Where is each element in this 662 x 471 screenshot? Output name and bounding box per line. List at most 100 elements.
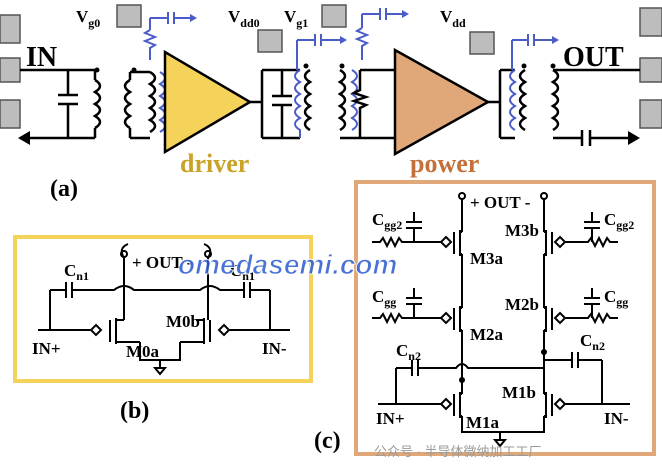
output-pad-top (639, 7, 662, 37)
watermark-text: omedasemi.com (178, 249, 397, 280)
input-coil-primary (92, 78, 102, 130)
c-cgg2-left: Cgg2 (372, 210, 402, 232)
c-cgg-right-cap (584, 288, 600, 318)
c-m3b (543, 230, 553, 278)
c-m3a-gate-res (372, 235, 446, 249)
vg0-bias-resistor (142, 18, 158, 60)
b-inn: IN- (262, 339, 287, 358)
label-panel-b: (b) (120, 398, 149, 424)
output-series-cap (553, 68, 640, 146)
label-driver: driver (180, 149, 249, 178)
power-input-wire (340, 68, 395, 140)
c-m3b-gate-res (560, 235, 618, 249)
c-cgg-right: Cgg (604, 287, 628, 309)
vg1-pad (321, 4, 347, 28)
c-m1a (453, 360, 463, 418)
power-input-coil (337, 68, 347, 132)
c-m1b (461, 352, 553, 433)
output-pad-bottom (639, 99, 662, 129)
label-power: power (410, 149, 479, 178)
label-out: OUT (563, 42, 624, 73)
c-cgg2-left-cap (406, 212, 422, 242)
panel-c (372, 192, 630, 448)
c-m2b-gate-res (560, 311, 618, 325)
interstage-coil (303, 68, 313, 132)
power-amplifier (393, 47, 491, 157)
output-coil-primary (518, 68, 528, 132)
vdd-bypass-cap (511, 34, 552, 70)
vdd-pad (469, 31, 495, 55)
c-cgg-left-cap (406, 288, 422, 318)
panel-b (38, 243, 290, 376)
c-out-label: + OUT - (470, 193, 531, 212)
b-drain-wires (123, 258, 209, 320)
c-m3b: M3b (505, 221, 539, 240)
b-m0a: M0a (126, 342, 160, 361)
label-in: IN (26, 42, 57, 73)
panel-b-frame (13, 235, 313, 383)
output-pad-mid (639, 57, 662, 83)
label-vg1: Vg1 (284, 7, 308, 30)
vg0-bypass-cap (150, 12, 190, 24)
input-coil-secondary (123, 78, 133, 130)
panel-c-frame (354, 180, 656, 456)
label-panel-a: (a) (50, 176, 78, 202)
output-arrow (628, 131, 640, 145)
output-coil-secondary (550, 68, 560, 132)
c-m2a: M2a (470, 325, 504, 344)
c-m1a: M1a (466, 413, 500, 432)
output-wire (488, 68, 515, 140)
vg0-pad (116, 4, 142, 28)
vdd0-pad (257, 29, 283, 53)
c-m2a-gate-res (372, 311, 446, 325)
b-cross-caps (50, 282, 270, 298)
b-cap-legs (49, 290, 271, 330)
c-inp: IN+ (376, 409, 405, 428)
c-m3a (453, 230, 463, 278)
vdd0-bypass-cap (296, 34, 340, 70)
interstage-wire (250, 68, 300, 140)
input-coil-secondary-leads (128, 70, 150, 140)
panel-a (0, 4, 662, 157)
c-cn2-legs (395, 360, 603, 404)
interstage-cap (272, 70, 292, 138)
label-panel-c: (c) (314, 428, 341, 454)
b-m0b: M0b (166, 312, 200, 331)
b-gate-diamonds (89, 323, 231, 337)
driver-amplifier (163, 49, 253, 155)
c-cgg-left: Cgg (372, 287, 396, 309)
input-pad-top (0, 14, 21, 44)
c-inn: IN- (604, 409, 629, 428)
c-cn2-right: Cn2 (580, 331, 605, 353)
c-cn2-caps (396, 352, 602, 376)
power-input-resistor (350, 70, 370, 138)
c-cn2-left: Cn2 (396, 341, 421, 363)
vg1-bias-resistor (354, 14, 370, 60)
c-cgg2-right: Cgg2 (604, 210, 634, 232)
interstage-coil-blue (294, 69, 302, 138)
driver-input-coil (147, 70, 157, 134)
input-pad-mid (0, 57, 21, 83)
input-shunt-cap (58, 70, 78, 138)
vg1-bypass-cap (362, 8, 402, 20)
input-wire (20, 68, 95, 140)
m0a-symbol (109, 318, 140, 344)
output-coil-blue (509, 69, 517, 131)
c-m1b: M1b (502, 383, 536, 402)
m0b-symbol (139, 318, 211, 361)
input-arrow (18, 131, 30, 145)
b-cn1-left: Cn1 (64, 261, 89, 283)
b-out-label: + OUT - (132, 253, 193, 272)
footer-text: 公众号 · 半导体微纳加工工厂 (374, 444, 542, 459)
c-m2b: M2b (505, 295, 539, 314)
c-cgg2-right-cap (584, 212, 600, 242)
c-output-leads (461, 198, 545, 232)
b-cn1-right: Cn1 (230, 261, 255, 283)
c-m2b (543, 278, 553, 352)
label-vdd0: Vdd0 (228, 7, 260, 30)
input-pad-bottom (0, 99, 21, 129)
b-inp: IN+ (32, 339, 61, 358)
c-m2a (453, 278, 463, 360)
label-vdd: Vdd (440, 7, 466, 30)
